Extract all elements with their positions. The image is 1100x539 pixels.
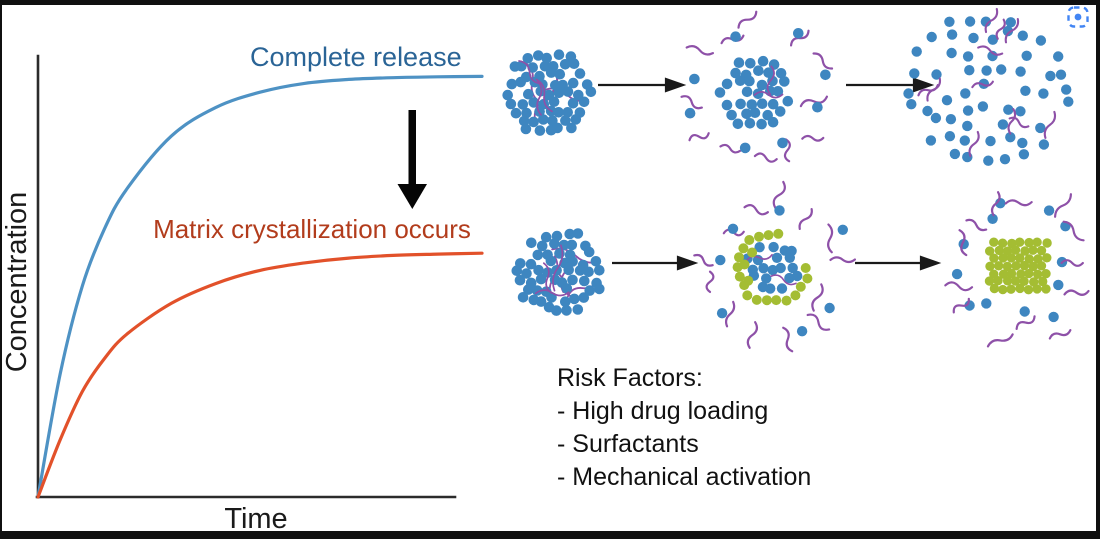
particles-dispersing-with-surfactant bbox=[680, 10, 834, 163]
arrow-row1-stage1 bbox=[598, 77, 687, 93]
arrow-row2-stage1 bbox=[612, 255, 699, 271]
risk-factor-item: - Mechanical activation bbox=[557, 463, 812, 491]
complete-release-label: Complete release bbox=[250, 42, 462, 72]
risk-factor-item: - High drug loading bbox=[557, 397, 769, 425]
drug-particle-matrix bbox=[502, 49, 597, 136]
risk-factors-block: Risk Factors: - High drug loading - Surf… bbox=[557, 362, 811, 494]
crystal-formed bbox=[944, 191, 1090, 348]
x-axis-label: Time bbox=[224, 503, 288, 535]
matrix-crystallization-label: Matrix crystallization occurs bbox=[153, 214, 471, 244]
drug-particle-matrix bbox=[511, 228, 605, 316]
arrow-row2-stage2 bbox=[855, 255, 942, 271]
stage-arrows bbox=[598, 77, 942, 271]
risk-factors-title: Risk Factors: bbox=[557, 364, 703, 392]
curve-complete-release bbox=[36, 74, 484, 499]
particles-fully-released bbox=[903, 7, 1074, 166]
crystal-shell-forming bbox=[693, 180, 856, 353]
y-axis-label: Concentration bbox=[1, 191, 33, 373]
risk-factor-item: - Surfactants bbox=[557, 430, 699, 458]
curve-matrix-crystallization-occurs bbox=[36, 251, 484, 499]
screenshot-search-icon[interactable] bbox=[1067, 6, 1089, 28]
matrix-crystallization-row bbox=[511, 180, 1090, 353]
complete-release-row bbox=[502, 7, 1074, 166]
release-curves bbox=[36, 74, 484, 499]
chart-axes bbox=[35, 54, 457, 499]
particle-schematic bbox=[502, 7, 1090, 353]
arrow-row1-stage2 bbox=[846, 77, 935, 93]
down-arrow bbox=[397, 110, 427, 209]
